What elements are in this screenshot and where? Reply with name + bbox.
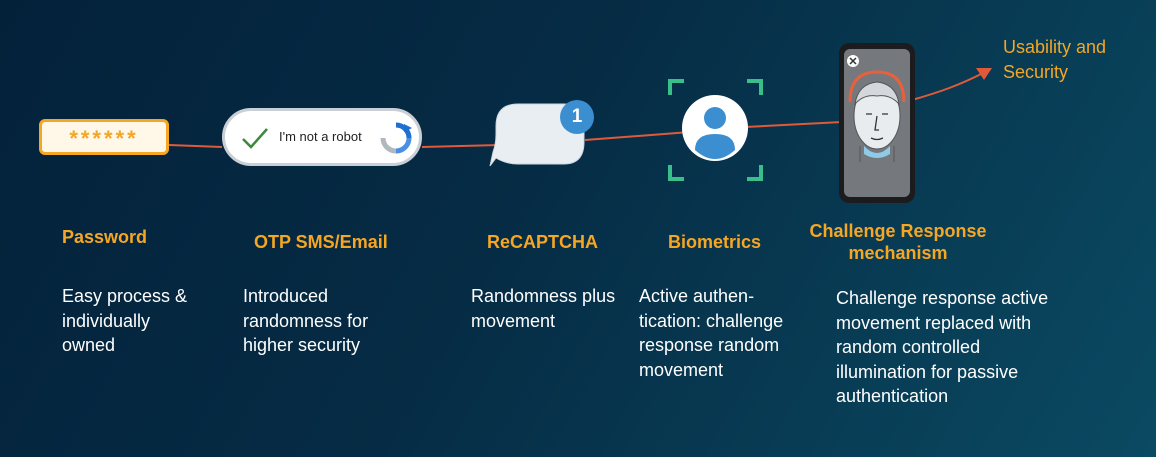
stage-title-recaptcha: ReCAPTCHA <box>487 232 599 252</box>
notification-badge: 1 <box>560 100 594 134</box>
password-field-icon: ****** <box>39 119 169 155</box>
checkmark-icon <box>242 128 268 149</box>
stage-desc-challenge-response: Challenge response active movement repla… <box>836 288 1049 406</box>
captcha-checkbox-icon: I'm not a robot <box>222 108 422 166</box>
phone-face-scan-icon <box>839 43 915 203</box>
stage-title-password: Password <box>62 227 148 247</box>
stage-desc-otp: Introduced randomness for higher securit… <box>243 286 369 355</box>
stage-desc-biometrics: Active authen- tication: challenge respo… <box>639 286 784 380</box>
progression-line <box>168 71 986 148</box>
stage-title-otp: OTP SMS/Email <box>254 232 388 252</box>
user-head <box>704 107 726 129</box>
face-scan-icon <box>668 79 763 181</box>
usability-security-label: Usability and Security <box>1003 37 1107 82</box>
password-mask: ****** <box>69 126 139 151</box>
stage-title-biometrics: Biometrics <box>668 232 762 252</box>
arrowhead-icon <box>976 68 992 80</box>
user-body <box>695 134 735 159</box>
stage-desc-password: Easy process & individually owned <box>62 286 188 355</box>
stage-title-challenge-response: Challenge Response mechanism <box>809 221 987 263</box>
recaptcha-logo-icon <box>380 122 412 154</box>
stage-desc-recaptcha: Randomness plus movement <box>471 286 616 331</box>
scan-brackets <box>668 79 763 181</box>
captcha-label: I'm not a robot <box>279 129 362 144</box>
